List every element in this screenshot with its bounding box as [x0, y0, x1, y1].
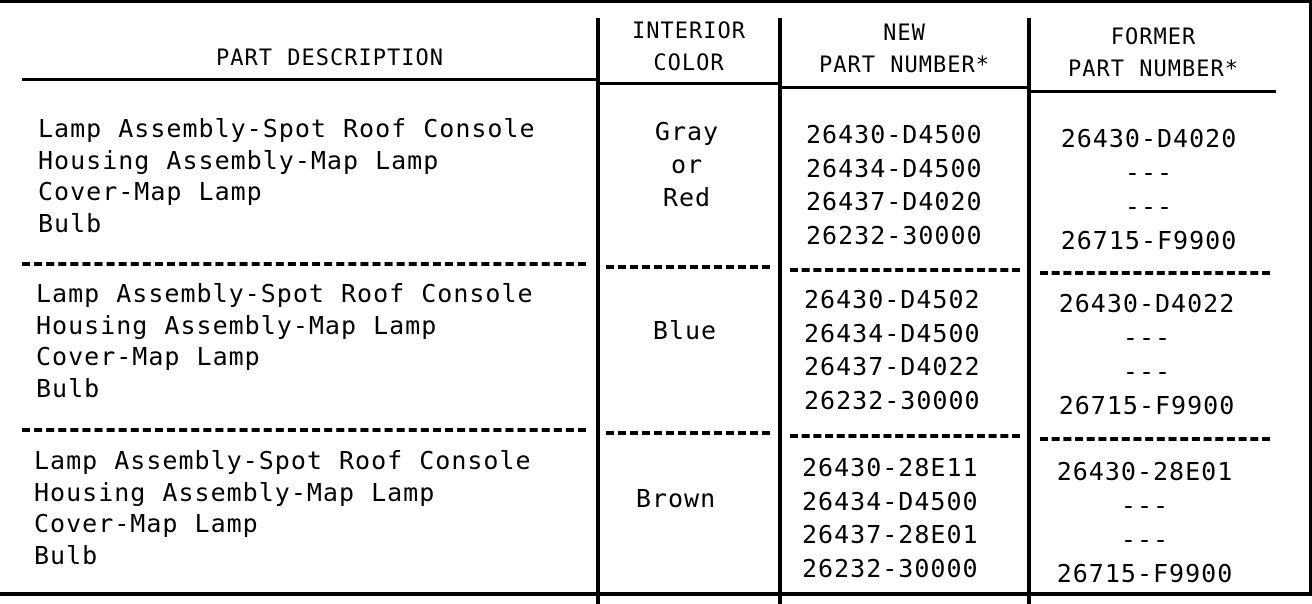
table-row-1-descriptions: Lamp Assembly-Spot Roof Console Housing … [38, 113, 536, 239]
header-rule [600, 82, 778, 85]
former-part-number: 26715-F9900 [1060, 226, 1238, 255]
row-separator [606, 431, 770, 435]
column-divider [596, 18, 600, 604]
table-row-1-former-parts: 26430-D4020 --- --- 26715-F9900 [1044, 122, 1254, 258]
part-description: Cover-Map Lamp [34, 509, 259, 538]
header-rule [782, 86, 1027, 89]
header-line: PART NUMBER* [1068, 57, 1239, 82]
header-line: FORMER [1110, 25, 1197, 50]
row-separator [1040, 437, 1270, 441]
header-rule [22, 78, 596, 81]
header-new-part-number: NEW PART NUMBER* [782, 18, 1027, 82]
header-former-part-number: FORMER PART NUMBER* [1031, 22, 1276, 86]
part-description: Housing Assembly-Map Lamp [36, 310, 438, 340]
table-row-2-color: Blue [605, 314, 765, 347]
interior-color: Brown [635, 484, 717, 513]
former-part-number: 26430-D4022 [1058, 289, 1236, 318]
former-part-number: --- [1120, 525, 1170, 554]
header-line: COLOR [653, 51, 725, 76]
former-part-number: 26430-28E01 [1056, 457, 1234, 486]
header-line: PART NUMBER* [819, 53, 990, 78]
new-part-number: 26430-28E11 [802, 453, 979, 482]
table-row-1-color: Gray or Red [607, 115, 767, 214]
new-part-number: 26437-28E01 [802, 520, 979, 549]
table-border-bottom [0, 592, 1312, 596]
part-description: Housing Assembly-Map Lamp [34, 477, 436, 507]
column-divider [778, 18, 782, 604]
interior-color: Gray [654, 117, 720, 146]
former-part-number: 26715-F9900 [1056, 559, 1234, 588]
part-description: Lamp Assembly-Spot Roof Console [34, 446, 532, 475]
former-part-number: 26715-F9900 [1058, 391, 1236, 420]
part-description: Lamp Assembly-Spot Roof Console [36, 279, 534, 308]
part-description: Bulb [34, 540, 99, 570]
interior-color: Red [662, 183, 712, 212]
former-part-number: --- [1122, 357, 1172, 386]
table-row-3-descriptions: Lamp Assembly-Spot Roof Console Housing … [34, 445, 532, 571]
new-part-number: 26430-D4502 [804, 285, 981, 314]
row-separator [790, 434, 1020, 438]
new-part-number: 26232-30000 [806, 220, 983, 250]
new-part-number: 26434-D4500 [802, 486, 979, 516]
table-border-top [0, 0, 1312, 3]
former-part-number: 26430-D4020 [1060, 124, 1238, 153]
new-part-number: 26430-D4500 [806, 120, 983, 149]
part-description: Cover-Map Lamp [38, 177, 263, 206]
part-description: Lamp Assembly-Spot Roof Console [38, 114, 536, 143]
new-part-number: 26232-30000 [802, 553, 979, 583]
new-part-number: 26232-30000 [804, 385, 981, 415]
new-part-number: 26437-D4020 [806, 187, 983, 216]
former-part-number: --- [1122, 323, 1172, 352]
row-separator [606, 265, 770, 269]
new-part-number: 26437-D4022 [804, 352, 981, 381]
former-part-number: --- [1124, 192, 1174, 221]
header-line: NEW [883, 21, 926, 46]
part-description: Housing Assembly-Map Lamp [38, 145, 440, 175]
table-row-2-former-parts: 26430-D4022 --- --- 26715-F9900 [1042, 287, 1252, 423]
table-row-2-descriptions: Lamp Assembly-Spot Roof Console Housing … [36, 278, 534, 404]
table-border-right [1309, 0, 1312, 596]
table-row-3-color: Brown [596, 482, 756, 515]
part-description: Bulb [38, 208, 103, 238]
interior-color: Blue [652, 316, 718, 345]
row-separator [1040, 271, 1270, 275]
former-part-number: --- [1120, 491, 1170, 520]
new-part-number: 26434-D4500 [804, 318, 981, 348]
part-description: Bulb [36, 373, 101, 403]
row-separator [22, 428, 586, 432]
row-separator [790, 268, 1020, 272]
table-row-1-new-parts: 26430-D4500 26434-D4500 26437-D4020 2623… [806, 118, 983, 252]
header-line: INTERIOR [632, 19, 746, 44]
table-row-3-former-parts: 26430-28E01 --- --- 26715-F9900 [1040, 455, 1250, 591]
column-divider [1027, 18, 1031, 604]
header-rule [1031, 90, 1276, 93]
interior-color: or [670, 150, 704, 179]
part-description: Cover-Map Lamp [36, 342, 261, 371]
new-part-number: 26434-D4500 [806, 153, 983, 183]
table-row-3-new-parts: 26430-28E11 26434-D4500 26437-28E01 2623… [802, 451, 979, 585]
table-row-2-new-parts: 26430-D4502 26434-D4500 26437-D4022 2623… [804, 283, 981, 417]
row-separator [22, 262, 586, 266]
header-part-description: PART DESCRIPTION [216, 46, 444, 71]
former-part-number: --- [1124, 158, 1174, 187]
header-interior-color: INTERIOR COLOR [600, 16, 778, 80]
